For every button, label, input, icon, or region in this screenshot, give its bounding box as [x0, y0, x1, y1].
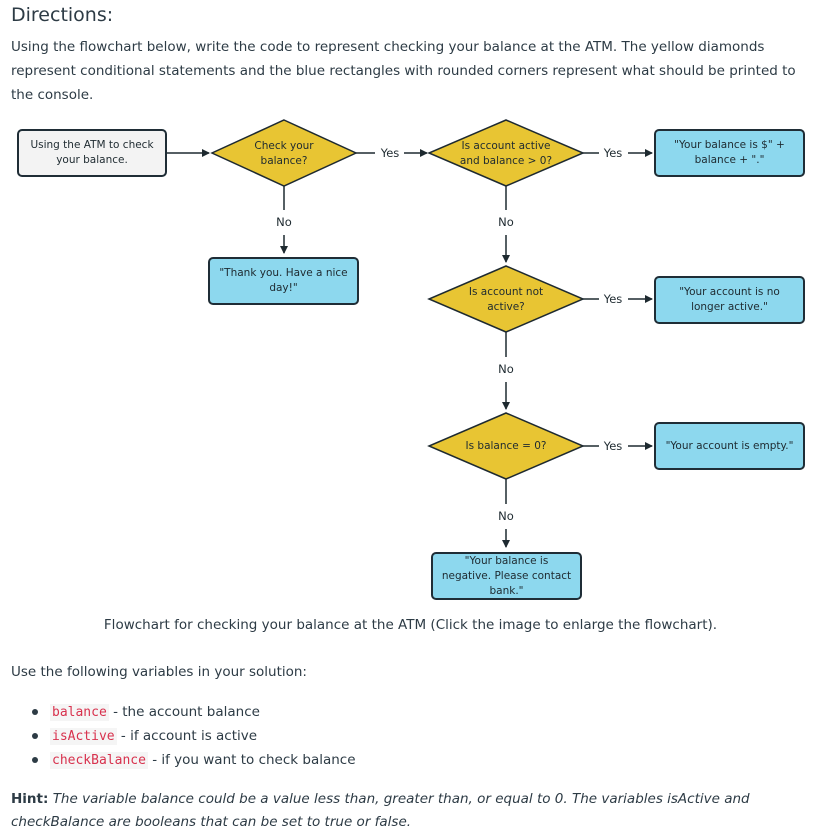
yes-label: Yes [601, 439, 625, 453]
intro-text: Using the flowchart below, write the cod… [11, 39, 796, 103]
output-thank-you-box: "Thank you. Have a nice day!" [208, 257, 359, 305]
variable-desc: - if account is active [116, 728, 258, 744]
variable-item: balance - the account balance [30, 700, 356, 724]
output-no-longer-active-box: "Your account is no longer active." [654, 276, 805, 324]
variable-name: balance [50, 704, 109, 721]
start-box: Using the ATM to check your balance. [17, 129, 167, 177]
decision-zero-text: Is balance = 0? [465, 439, 547, 452]
variable-name: isActive [50, 728, 117, 745]
decision-active-positive-text: Is account active and balance > 0? [459, 140, 553, 167]
output-balance-box: "Your balance is $" + balance + "." [654, 129, 805, 177]
yes-label: Yes [378, 146, 402, 160]
no-label: No [274, 215, 294, 229]
hint-text: The variable balance could be a value le… [11, 791, 750, 830]
variable-desc: - if you want to check balance [147, 752, 356, 768]
no-label: No [496, 509, 516, 523]
variable-item: isActive - if account is active [30, 724, 356, 748]
variable-desc: - the account balance [108, 704, 260, 720]
variable-item: checkBalance - if you want to check bala… [30, 748, 356, 772]
yes-label: Yes [601, 292, 625, 306]
output-empty-box: "Your account is empty." [654, 422, 805, 470]
variables-list: balance - the account balance isActive -… [30, 700, 356, 772]
flowchart-caption: Flowchart for checking your balance at t… [103, 617, 718, 633]
flowchart-lines [167, 119, 653, 548]
decision-check-balance-text: Check your balance? [254, 140, 314, 167]
no-label: No [496, 362, 516, 376]
page-heading: Directions: [11, 4, 114, 26]
decision-not-active-text: Is account not active? [468, 286, 544, 313]
output-negative-box: "Your balance is negative. Please contac… [431, 552, 582, 600]
hint-paragraph: Hint: The variable balance could be a va… [11, 788, 811, 834]
variable-name: checkBalance [50, 752, 148, 769]
hint-label: Hint: [11, 791, 49, 807]
yes-label: Yes [601, 146, 625, 160]
no-label: No [496, 215, 516, 229]
variables-intro: Use the following variables in your solu… [11, 664, 307, 680]
